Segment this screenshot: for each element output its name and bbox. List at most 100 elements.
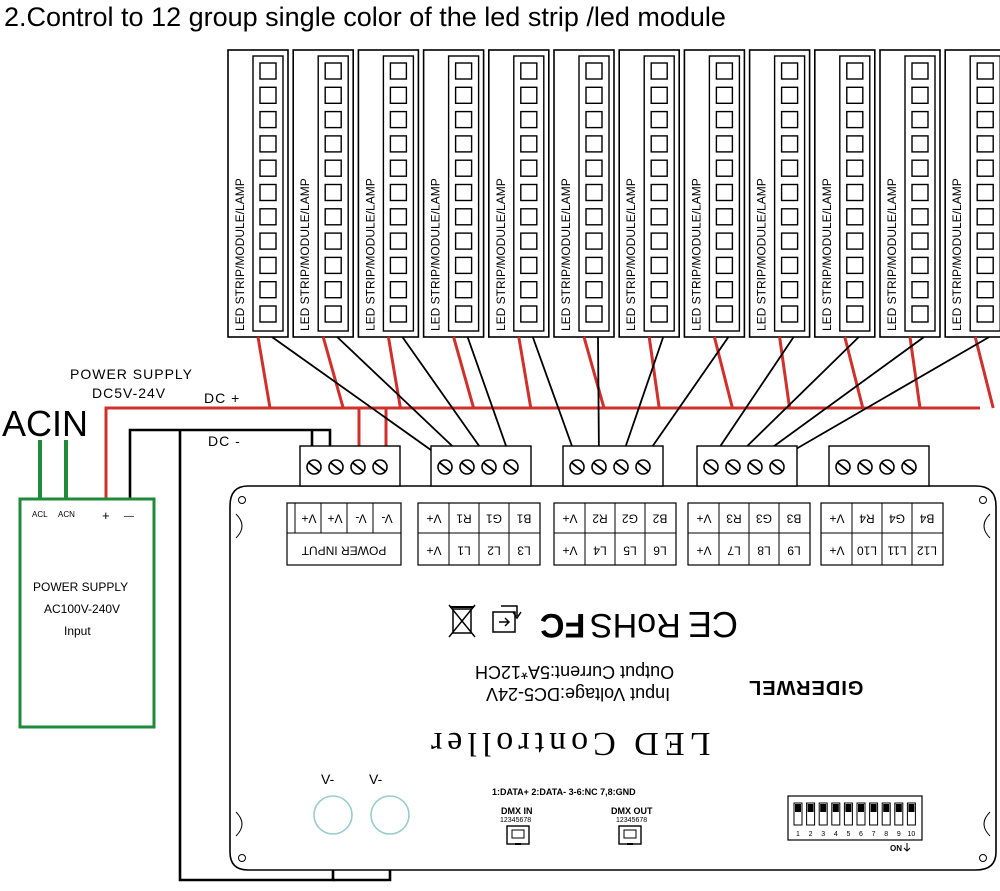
psu-box-line1: POWER SUPPLY xyxy=(33,580,128,594)
terminal-screw[interactable] xyxy=(635,459,651,475)
dip-lever xyxy=(832,804,839,812)
screw-slot xyxy=(308,462,320,472)
led-cell xyxy=(324,159,342,177)
strip-label: LED STRIP/MODULE/LAMP xyxy=(885,178,899,331)
terminal-screw[interactable] xyxy=(350,459,366,475)
brand-logo: GIDERWEL xyxy=(748,676,863,698)
terminal-screw[interactable] xyxy=(725,459,741,475)
power-top-label: V- xyxy=(381,512,392,526)
led-cell xyxy=(650,305,668,323)
group-2-terminal[interactable] xyxy=(562,445,664,487)
terminal-screw[interactable] xyxy=(437,459,453,475)
vminus-right-terminal[interactable] xyxy=(370,795,410,835)
led-cell xyxy=(585,183,603,202)
led-cell xyxy=(715,159,734,177)
vminus-left-terminal[interactable] xyxy=(313,795,353,835)
terminal-screw[interactable] xyxy=(328,459,344,475)
terminal-screw[interactable] xyxy=(835,459,851,475)
led-cell xyxy=(650,281,668,299)
psu-note-line1: POWER SUPPLY xyxy=(70,366,193,382)
group-4-terminal[interactable] xyxy=(828,445,930,487)
terminal-screw[interactable] xyxy=(613,459,629,475)
group-bottom-label: L6 xyxy=(653,544,667,558)
led-cell xyxy=(389,62,408,80)
rohs-mark: RoHS xyxy=(590,606,681,644)
terminal-screw[interactable] xyxy=(306,459,322,475)
dip-lever xyxy=(908,804,915,812)
group-top-label: V+ xyxy=(426,512,441,526)
group-bottom-label: V+ xyxy=(426,544,441,558)
led-cell xyxy=(780,305,799,323)
power-input-terminal[interactable] xyxy=(299,445,401,487)
dc-plus-label: DC + xyxy=(204,390,240,406)
led-cell xyxy=(846,281,864,299)
terminal-screw[interactable] xyxy=(569,459,585,475)
channel-wire xyxy=(776,336,990,461)
led-cell xyxy=(715,86,734,105)
terminal-screw[interactable] xyxy=(879,459,895,475)
led-strip: LED STRIP/MODULE/LAMP xyxy=(553,49,615,338)
group-top-label: R3 xyxy=(726,512,742,526)
led-cell xyxy=(324,86,342,105)
led-cell xyxy=(454,183,473,202)
controller-body xyxy=(229,485,997,871)
dip-lever xyxy=(807,804,814,812)
led-cell xyxy=(976,86,994,105)
led-cell xyxy=(846,305,864,323)
led-cell xyxy=(911,256,929,275)
dip-number: 4 xyxy=(834,831,838,838)
led-cell xyxy=(324,62,342,80)
dmx-in-port[interactable] xyxy=(506,825,530,845)
screw-slot xyxy=(615,462,627,472)
led-cell xyxy=(846,159,864,177)
terminal-screw[interactable] xyxy=(769,459,785,475)
strip-frame xyxy=(227,49,289,338)
dmx-pinout: 1:DATA+ 2:DATA- 3-6:NC 7,8:GND xyxy=(492,787,636,797)
terminal-screw[interactable] xyxy=(703,459,719,475)
group-top-label: V+ xyxy=(829,512,844,526)
group-top-label: V+ xyxy=(696,512,711,526)
strip-label: LED STRIP/MODULE/LAMP xyxy=(494,178,508,331)
strip-label: LED STRIP/MODULE/LAMP xyxy=(950,178,964,331)
led-cell xyxy=(520,305,538,323)
led-cell xyxy=(650,232,668,250)
group-3-terminal[interactable] xyxy=(696,445,798,487)
terminal-screw[interactable] xyxy=(591,459,607,475)
led-cell xyxy=(715,305,734,323)
led-cell xyxy=(259,305,277,323)
led-cell xyxy=(259,183,277,202)
certification-marks: FC RoHS CE xyxy=(448,604,738,645)
terminal-screw[interactable] xyxy=(747,459,763,475)
led-cell xyxy=(454,305,473,323)
led-strip: LED STRIP/MODULE/LAMP xyxy=(944,49,1000,338)
dip-on-label: ON xyxy=(890,844,902,853)
led-cell xyxy=(911,232,929,250)
strip-board xyxy=(317,55,349,332)
terminal-screw[interactable] xyxy=(503,459,519,475)
dip-slot xyxy=(818,802,828,826)
screw-slot xyxy=(352,462,364,472)
group-1-terminal[interactable] xyxy=(430,445,532,487)
terminal-screw[interactable] xyxy=(459,459,475,475)
screw-slot xyxy=(374,462,386,472)
dip-number: 5 xyxy=(846,831,850,838)
led-cell xyxy=(846,183,864,202)
output-current-text: Output Current:5A*12CH xyxy=(475,662,674,682)
dmx-out-port[interactable] xyxy=(618,825,642,845)
terminal-screw[interactable] xyxy=(901,459,917,475)
group-top-label: B2 xyxy=(652,512,667,526)
strip-positive-wire xyxy=(321,336,345,409)
led-cell xyxy=(911,110,929,129)
terminal-screw[interactable] xyxy=(372,459,388,475)
led-cell xyxy=(389,208,408,226)
terminal-blocks xyxy=(299,445,930,487)
led-cell xyxy=(585,208,603,226)
terminal-screw[interactable] xyxy=(481,459,497,475)
led-cell xyxy=(585,281,603,299)
led-cell xyxy=(715,256,734,275)
terminal-screw[interactable] xyxy=(857,459,873,475)
screw-slot xyxy=(881,462,893,472)
